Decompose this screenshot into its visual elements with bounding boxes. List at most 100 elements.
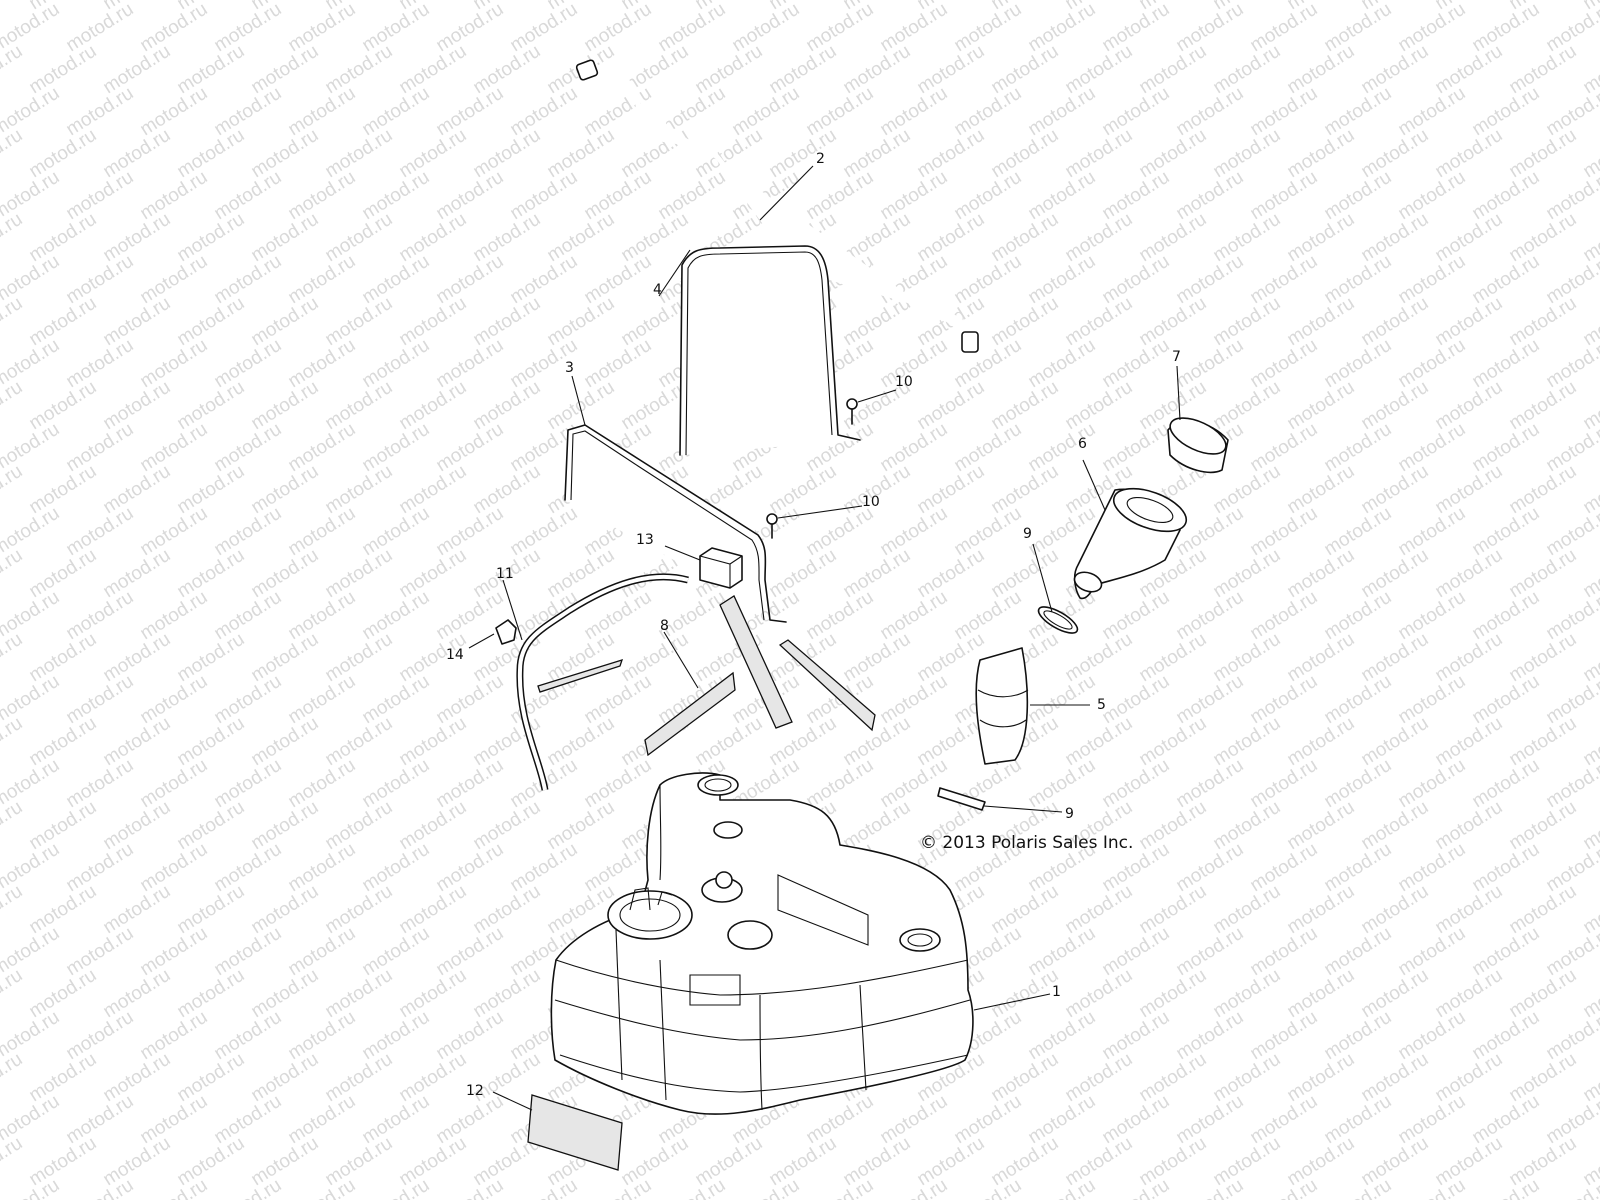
watermark-text: motod.ru: [1247, 923, 1322, 981]
watermark-text: motod.ru: [840, 629, 915, 687]
watermark-text: motod.ru: [1062, 293, 1137, 351]
watermark-text: motod.ru: [248, 41, 323, 99]
watermark-text: motod.ru: [100, 209, 175, 267]
watermark-text: motod.ru: [840, 545, 915, 603]
watermark-text: motod.ru: [1025, 755, 1100, 813]
watermark-text: motod.ru: [1062, 713, 1137, 771]
watermark-text: motod.ru: [1395, 83, 1470, 141]
watermark-text: motod.ru: [1247, 755, 1322, 813]
watermark-text: motod.ru: [174, 1133, 249, 1191]
watermark-text: motod.ru: [1099, 167, 1174, 225]
watermark-text: motod.ru: [1284, 713, 1359, 771]
watermark-text: motod.ru: [1358, 713, 1433, 771]
watermark-text: motod.ru: [1025, 0, 1100, 56]
watermark-text: motod.ru: [951, 1175, 1026, 1200]
watermark-text: motod.ru: [507, 839, 582, 897]
watermark-text: motod.ru: [211, 1175, 286, 1200]
watermark-text: motod.ru: [1284, 461, 1359, 519]
watermark-text: motod.ru: [433, 335, 508, 393]
watermark-text: motod.ru: [1358, 545, 1433, 603]
watermark-text: motod.ru: [248, 377, 323, 435]
watermark-text: motod.ru: [433, 755, 508, 813]
watermark-text: motod.ru: [1395, 671, 1470, 729]
watermark-text: motod.ru: [396, 41, 471, 99]
watermark-text: motod.ru: [1173, 167, 1248, 225]
watermark-text: motod.ru: [26, 881, 101, 939]
watermark-text: motod.ru: [359, 671, 434, 729]
watermark-text: motod.ru: [248, 293, 323, 351]
watermark-text: motod.ru: [26, 713, 101, 771]
watermark-text: motod.ru: [988, 125, 1063, 183]
watermark-text: motod.ru: [1358, 965, 1433, 1023]
watermark-text: motod.ru: [63, 671, 138, 729]
watermark-text: motod.ru: [100, 377, 175, 435]
watermark-text: motod.ru: [1210, 293, 1285, 351]
watermark-text: motod.ru: [1173, 839, 1248, 897]
watermark-text: motod.ru: [174, 125, 249, 183]
watermark-text: motod.ru: [803, 1091, 878, 1149]
watermark-text: motod.ru: [803, 0, 878, 56]
watermark-text: motod.ru: [544, 797, 619, 855]
watermark-text: motod.ru: [877, 335, 952, 393]
watermark-text: motod.ru: [1395, 755, 1470, 813]
watermark-text: motod.ru: [1284, 293, 1359, 351]
watermark-text: motod.ru: [26, 125, 101, 183]
watermark-text: motod.ru: [766, 1133, 841, 1191]
watermark-text: motod.ru: [470, 881, 545, 939]
watermark-text: motod.ru: [0, 881, 26, 939]
watermark-text: motod.ru: [840, 797, 915, 855]
watermark-text: motod.ru: [211, 923, 286, 981]
watermark-text: motod.ru: [322, 209, 397, 267]
watermark-text: motod.ru: [137, 839, 212, 897]
watermark-text: motod.ru: [544, 713, 619, 771]
watermark-text: motod.ru: [322, 1049, 397, 1107]
watermark-text: motod.ru: [877, 0, 952, 56]
watermark-text: motod.ru: [248, 545, 323, 603]
watermark-text: motod.ru: [396, 965, 471, 1023]
watermark-text: motod.ru: [285, 83, 360, 141]
leader-lines: [468, 165, 1181, 1111]
watermark-text: motod.ru: [211, 503, 286, 561]
watermark-text: motod.ru: [1321, 0, 1396, 56]
watermark-text: motod.ru: [1173, 1175, 1248, 1200]
watermark-text: motod.ru: [766, 125, 841, 183]
watermark-text: motod.ru: [26, 461, 101, 519]
watermark-text: motod.ru: [692, 1133, 767, 1191]
watermark-text: motod.ru: [137, 0, 212, 56]
watermark-text: motod.ru: [433, 923, 508, 981]
watermark-text: motod.ru: [1358, 209, 1433, 267]
watermark-text: motod.ru: [100, 293, 175, 351]
callout-7: 7: [1172, 349, 1181, 365]
watermark-text: motod.ru: [544, 293, 619, 351]
watermark-text: motod.ru: [470, 377, 545, 435]
vent-hose-part: [575, 59, 979, 353]
watermark-text: motod.ru: [433, 251, 508, 309]
watermark-text: motod.ru: [766, 545, 841, 603]
watermark-text: motod.ru: [1136, 209, 1211, 267]
watermark-text: motod.ru: [988, 209, 1063, 267]
watermark-text: motod.ru: [1321, 1007, 1396, 1065]
watermark-text: motod.ru: [211, 83, 286, 141]
watermark-text: motod.ru: [322, 629, 397, 687]
watermark-text: motod.ru: [359, 839, 434, 897]
watermark-text: motod.ru: [396, 125, 471, 183]
watermark-text: motod.ru: [322, 461, 397, 519]
watermark-text: motod.ru: [951, 1091, 1026, 1149]
watermark-text: motod.ru: [1247, 83, 1322, 141]
watermark-text: motod.ru: [1099, 1007, 1174, 1065]
watermark-text: motod.ru: [0, 965, 26, 1023]
watermark-text: motod.ru: [1210, 881, 1285, 939]
watermark-text: motod.ru: [26, 1049, 101, 1107]
watermark-text: motod.ru: [285, 0, 360, 56]
watermark-text: motod.ru: [211, 839, 286, 897]
watermark-text: motod.ru: [618, 1133, 693, 1191]
watermark-text: motod.ru: [692, 713, 767, 771]
watermark-text: motod.ru: [1210, 41, 1285, 99]
watermark-text: motod.ru: [1136, 965, 1211, 1023]
watermark-text: motod.ru: [914, 461, 989, 519]
watermark-text: motod.ru: [26, 797, 101, 855]
watermark-text: motod.ru: [766, 41, 841, 99]
watermark-text: motod.ru: [248, 797, 323, 855]
watermark-text: motod.ru: [951, 503, 1026, 561]
watermark-text: motod.ru: [1506, 881, 1581, 939]
